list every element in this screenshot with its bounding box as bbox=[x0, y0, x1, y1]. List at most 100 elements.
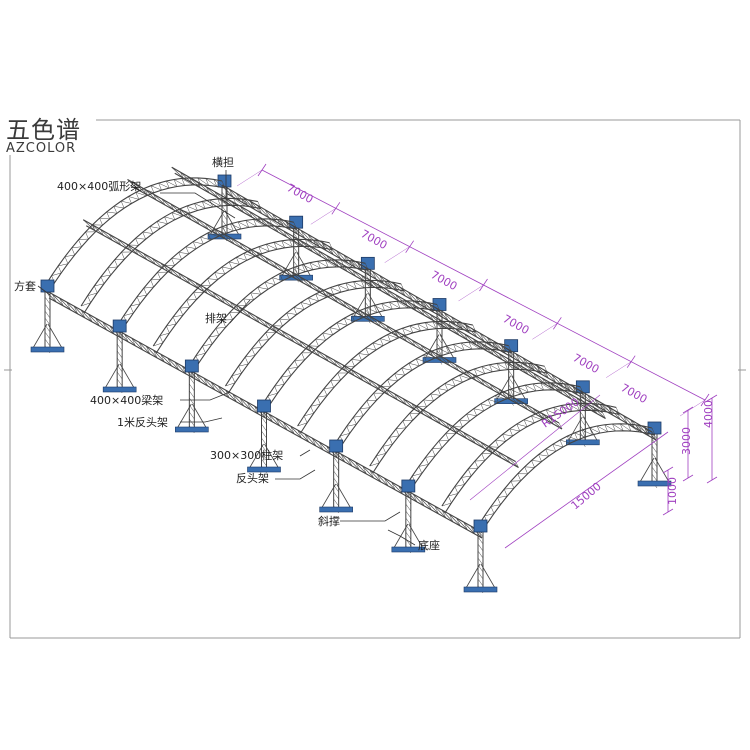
front-column-2 bbox=[102, 319, 137, 394]
diagonal-brace bbox=[336, 483, 352, 509]
dim-tick bbox=[706, 476, 718, 484]
arc-truss-11 bbox=[405, 382, 584, 494]
front-column-6 bbox=[391, 479, 426, 554]
dim-extension bbox=[384, 246, 410, 263]
arc-truss-9 bbox=[333, 341, 512, 454]
row-truss-1 bbox=[82, 219, 519, 468]
square-sleeve-node bbox=[257, 399, 271, 413]
label-return-1m: 1米反头架 bbox=[117, 416, 168, 429]
base-plate bbox=[391, 546, 426, 553]
base-plate bbox=[30, 346, 65, 353]
square-sleeve-node bbox=[112, 319, 127, 333]
dim-extension bbox=[458, 284, 484, 302]
label-return-head: 反头架 bbox=[236, 472, 269, 485]
square-sleeve-node bbox=[184, 359, 199, 373]
dim-span-1: 7000 bbox=[285, 181, 316, 206]
brand-logo-en: AZCOLOR bbox=[6, 141, 77, 156]
arc-truss-2 bbox=[80, 197, 262, 314]
dim-arc-radius: R15000 bbox=[539, 395, 581, 430]
square-sleeve-node bbox=[401, 479, 416, 493]
diagonal-brace bbox=[321, 483, 337, 509]
dim-tick bbox=[682, 406, 694, 414]
base-plate bbox=[637, 480, 672, 487]
diagonal-brace bbox=[496, 375, 512, 400]
diagonal-brace bbox=[249, 443, 264, 469]
dim-extension bbox=[606, 361, 632, 378]
diagonal-brace bbox=[393, 523, 409, 549]
base-plate bbox=[463, 586, 498, 593]
label-beam-truss: 400×400梁架 bbox=[90, 393, 163, 407]
arc-truss-7 bbox=[261, 300, 441, 414]
dim-extension bbox=[532, 323, 558, 340]
row-truss-3 bbox=[171, 166, 606, 419]
dim-total-height: 4000 bbox=[702, 400, 715, 428]
label-row-truss: 排架 bbox=[205, 311, 227, 325]
dimension-lines bbox=[236, 163, 718, 549]
dim-span-3: 7000 bbox=[429, 268, 460, 293]
dim-extension bbox=[679, 399, 706, 417]
dim-tick bbox=[706, 394, 718, 402]
diagonal-brace bbox=[119, 363, 135, 389]
base-plate bbox=[319, 506, 353, 513]
diagonal-brace bbox=[424, 334, 440, 359]
diagonal-brace bbox=[567, 416, 583, 442]
brand-logo-cn: 五色谱 bbox=[6, 116, 81, 144]
diagonal-brace bbox=[47, 323, 63, 349]
front-column-7 bbox=[463, 519, 498, 594]
diagonal-brace bbox=[480, 563, 496, 589]
dim-column-height: 3000 bbox=[680, 427, 693, 455]
diagonal-brace bbox=[32, 323, 48, 349]
base-plate bbox=[175, 426, 209, 433]
label-column-truss: 300×300柱架 bbox=[210, 448, 283, 462]
diagonal-brace bbox=[465, 563, 481, 589]
square-sleeve-node bbox=[329, 439, 344, 453]
dim-span-6: 7000 bbox=[619, 381, 650, 406]
front-column-1 bbox=[30, 279, 65, 354]
dim-extension bbox=[310, 208, 336, 225]
dim-tick bbox=[662, 508, 674, 516]
dim-tick bbox=[662, 466, 674, 474]
diagonal-brace bbox=[639, 457, 655, 483]
dim-line-radius bbox=[469, 394, 601, 501]
front-column-4 bbox=[247, 399, 281, 474]
base-plate bbox=[247, 466, 281, 473]
arc-truss-10 bbox=[369, 361, 548, 474]
dim-line-width bbox=[504, 431, 669, 549]
square-sleeve-node bbox=[40, 279, 55, 293]
dim-tick bbox=[682, 474, 694, 482]
arc-truss-5 bbox=[188, 259, 369, 374]
back-column-6 bbox=[566, 380, 600, 447]
arc-truss-4 bbox=[152, 238, 333, 354]
diagonal-brace bbox=[104, 363, 120, 389]
label-square-sleeve: 方套 bbox=[14, 279, 36, 293]
diagonal-brace bbox=[352, 293, 368, 318]
drawing-frame bbox=[4, 119, 746, 639]
arc-truss-8 bbox=[297, 320, 477, 434]
diagonal-brace bbox=[191, 403, 207, 429]
label-arc-truss: 400×400弧形架 bbox=[57, 179, 141, 193]
square-sleeve-node bbox=[473, 519, 488, 533]
arc-truss-13 bbox=[477, 423, 656, 534]
front-beam-truss bbox=[44, 289, 483, 539]
truss-structure bbox=[30, 166, 672, 594]
diagonal-brace bbox=[264, 443, 279, 469]
diagonal-brace bbox=[654, 457, 670, 483]
dim-rise: 1000 bbox=[666, 477, 679, 505]
back-column-2 bbox=[279, 215, 313, 283]
dim-span-5: 7000 bbox=[571, 351, 602, 376]
label-diagonal-brace: 斜撑 bbox=[318, 514, 340, 528]
dim-width: 15000 bbox=[569, 480, 604, 512]
dim-span-4: 7000 bbox=[501, 312, 532, 337]
arc-truss-6 bbox=[224, 279, 405, 394]
dim-span-2: 7000 bbox=[359, 227, 390, 252]
arc-truss-12 bbox=[441, 402, 620, 514]
diagonal-brace bbox=[582, 416, 598, 442]
base-plate bbox=[566, 439, 600, 446]
diagonal-brace bbox=[408, 523, 424, 549]
label-base: 底座 bbox=[418, 538, 440, 552]
label-cross-beam: 横担 bbox=[212, 155, 234, 169]
base-plate bbox=[102, 386, 137, 393]
diagonal-brace bbox=[176, 403, 192, 429]
dim-extension bbox=[236, 169, 263, 187]
